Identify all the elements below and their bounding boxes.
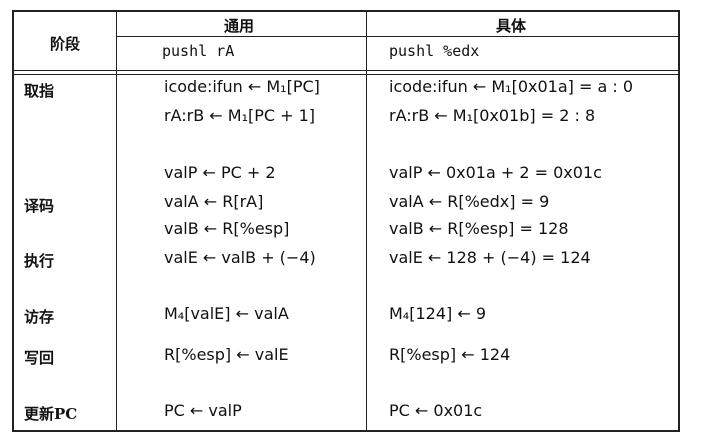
stage-writeback: 写回 <box>24 349 55 367</box>
stage-memory: 访存 <box>24 308 55 326</box>
specific-decode-vala: valA ← R[%edx] = 9 <box>389 192 550 211</box>
stage-pc-update: 更新PC <box>24 405 78 423</box>
header-subdivider <box>116 36 678 37</box>
stage-fetch: 取指 <box>24 82 55 100</box>
generic-fetch-regs: rA:rB ← M₁[PC + 1] <box>164 106 316 125</box>
specific-execute-vale: valE ← 128 + (−4) = 124 <box>389 248 591 267</box>
specific-fetch-valp: valP ← 0x01a + 2 = 0x01c <box>389 163 602 182</box>
specific-writeback-esp: R[%esp] ← 124 <box>389 345 511 364</box>
generic-decode-valb: valB ← R[%esp] <box>164 219 290 238</box>
generic-execute-vale: valE ← valB + (−4) <box>164 248 316 267</box>
stage-decode: 译码 <box>24 197 55 215</box>
specific-decode-valb: valB ← R[%esp] = 128 <box>389 219 569 238</box>
generic-writeback-esp: R[%esp] ← valE <box>164 345 289 364</box>
specific-pc-update: PC ← 0x01c <box>389 401 483 420</box>
generic-fetch-valp: valP ← PC + 2 <box>164 163 276 182</box>
specific-memory-write: M₄[124] ← 9 <box>389 304 486 323</box>
column-divider-stage <box>116 12 117 430</box>
generic-decode-vala: valA ← R[rA] <box>164 192 264 211</box>
header-double-rule-bottom <box>14 74 678 75</box>
stage-execute: 执行 <box>24 252 55 270</box>
header-generic: 通用 <box>224 17 255 35</box>
generic-fetch-icode: icode:ifun ← M₁[PC] <box>164 77 320 96</box>
header-stage: 阶段 <box>50 35 81 53</box>
specific-fetch-icode: icode:ifun ← M₁[0x01a] = a : 0 <box>389 77 633 96</box>
header-double-rule-top <box>14 70 678 71</box>
specific-fetch-regs: rA:rB ← M₁[0x01b] = 2 : 8 <box>389 106 596 125</box>
column-divider-generic <box>366 12 367 430</box>
header-specific-instruction: pushl %edx <box>389 42 480 60</box>
header-specific: 具体 <box>496 17 527 35</box>
generic-memory-write: M₄[valE] ← valA <box>164 304 289 323</box>
generic-pc-update: PC ← valP <box>164 401 242 420</box>
header-generic-instruction: pushl rA <box>162 42 235 60</box>
pushl-stage-table: 阶段 通用 具体 pushl rA pushl %edx 取指 译码 执行 访存… <box>12 10 680 432</box>
